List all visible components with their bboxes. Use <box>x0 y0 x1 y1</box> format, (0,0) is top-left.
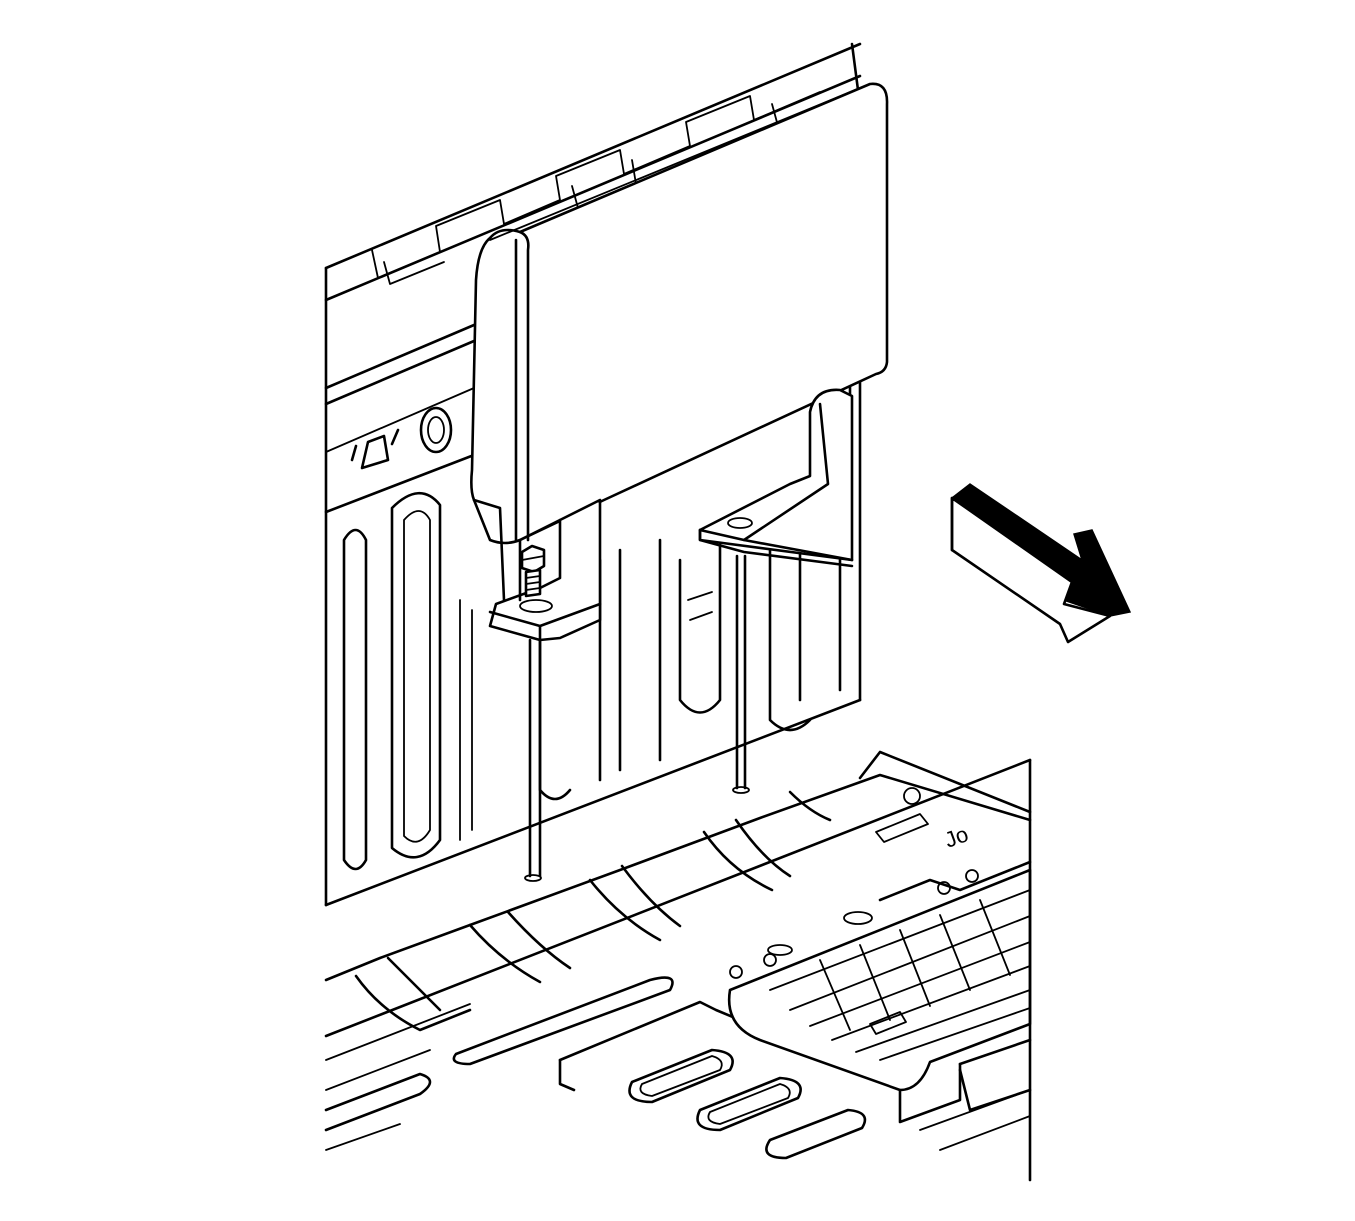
cover-panel <box>470 82 889 545</box>
right-mounting-bracket <box>698 388 854 568</box>
floor-pan: Jo <box>324 750 1032 1182</box>
direction-arrow <box>950 483 1132 644</box>
fastener-bolt <box>520 544 546 598</box>
left-mounting-bracket <box>472 498 602 642</box>
floor-stamp-text: Jo <box>941 821 971 852</box>
alignment-lines <box>524 554 750 882</box>
rear-wall-panel <box>324 42 862 907</box>
